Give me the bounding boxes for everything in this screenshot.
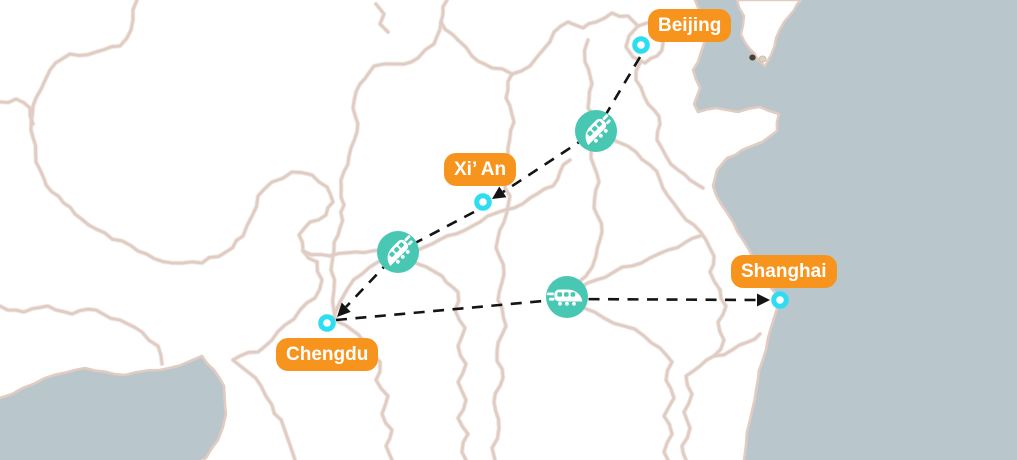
coastline bbox=[691, 0, 781, 460]
arrowhead-to-xian bbox=[492, 186, 507, 199]
province-border-line bbox=[374, 2, 390, 34]
island-dot-dark bbox=[749, 54, 756, 61]
province-border-line bbox=[439, 11, 640, 76]
route-chengdu-shanghai bbox=[335, 297, 758, 322]
city-label-beijing[interactable]: Beijing bbox=[648, 9, 732, 42]
province-border-line bbox=[595, 130, 722, 292]
province-borders bbox=[0, 0, 763, 460]
province-border-line bbox=[332, 314, 394, 460]
arrowhead-to-chengdu bbox=[337, 302, 351, 317]
province-border-line bbox=[680, 288, 728, 460]
province-border-line bbox=[634, 61, 705, 190]
sea-area bbox=[693, 0, 1017, 460]
province-border-line bbox=[394, 251, 470, 460]
island-dot-light bbox=[758, 55, 767, 63]
liaodong-peninsula bbox=[735, 0, 803, 68]
southwest-border bbox=[0, 354, 228, 460]
city-label-shanghai[interactable]: Shanghai bbox=[731, 255, 837, 288]
arrowhead-to-shanghai bbox=[757, 293, 770, 307]
province-border-line bbox=[0, 304, 164, 366]
train-badge-beijing-xian bbox=[575, 110, 617, 152]
province-border-line bbox=[329, 0, 449, 314]
city-marker-xian[interactable] bbox=[474, 193, 492, 211]
city-marker-chengdu[interactable] bbox=[318, 314, 336, 332]
train-badge-chengdu-shanghai bbox=[546, 276, 588, 318]
province-border-line bbox=[490, 72, 516, 460]
province-border-line bbox=[563, 38, 604, 300]
city-label-xian[interactable]: Xi’ An bbox=[444, 153, 517, 186]
city-marker-beijing[interactable] bbox=[632, 36, 650, 54]
city-marker-shanghai[interactable] bbox=[771, 291, 789, 309]
province-border-line bbox=[231, 260, 324, 460]
city-label-chengdu[interactable]: Chengdu bbox=[276, 338, 379, 371]
neighboring-region bbox=[0, 356, 226, 460]
province-border-line bbox=[563, 234, 702, 300]
province-border-line bbox=[332, 158, 572, 318]
province-border-line bbox=[563, 296, 676, 460]
province-border-line bbox=[712, 332, 762, 358]
province-border-line bbox=[0, 97, 35, 126]
train-badge-xian-chengdu bbox=[377, 231, 419, 273]
province-border-line bbox=[29, 0, 335, 265]
